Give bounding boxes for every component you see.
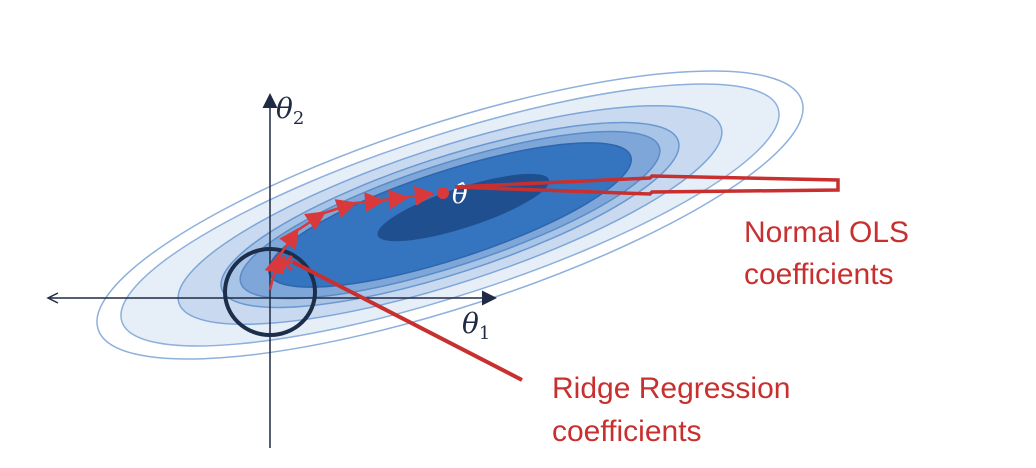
- optimization-path: [264, 185, 435, 291]
- path-segment-4: [323, 199, 357, 219]
- path-segment-2: [278, 227, 299, 256]
- ridge-annotation-line-2: coefficients: [552, 415, 702, 448]
- ols-annotation-line-2: coefficients: [744, 258, 894, 291]
- ridge-callout-pointer: [292, 260, 523, 382]
- ridge-solution-point: [276, 254, 294, 272]
- ols-estimate-symbol: θ̂: [452, 180, 468, 210]
- contour-center: [377, 173, 550, 242]
- ols-annotation-line-1: Normal OLS: [744, 216, 909, 249]
- y-axis-label: θ2: [276, 92, 304, 129]
- ridge-constraint-circle: [223, 247, 317, 337]
- x-axis-left-arrow: [46, 292, 59, 304]
- path-segment-7: [405, 185, 435, 206]
- x-axis-label: θ1: [462, 307, 490, 344]
- ols-estimate-point: [437, 187, 449, 199]
- contour-outer-line: [96, 70, 804, 360]
- path-segment-6: [381, 189, 409, 210]
- loss-contours: [96, 70, 804, 360]
- path-segment-5: [353, 192, 385, 213]
- ridge-annotation-line-1: Ridge Regression: [552, 372, 790, 405]
- path-segment-3: [297, 211, 327, 232]
- ols-callout-pointer: [454, 174, 840, 196]
